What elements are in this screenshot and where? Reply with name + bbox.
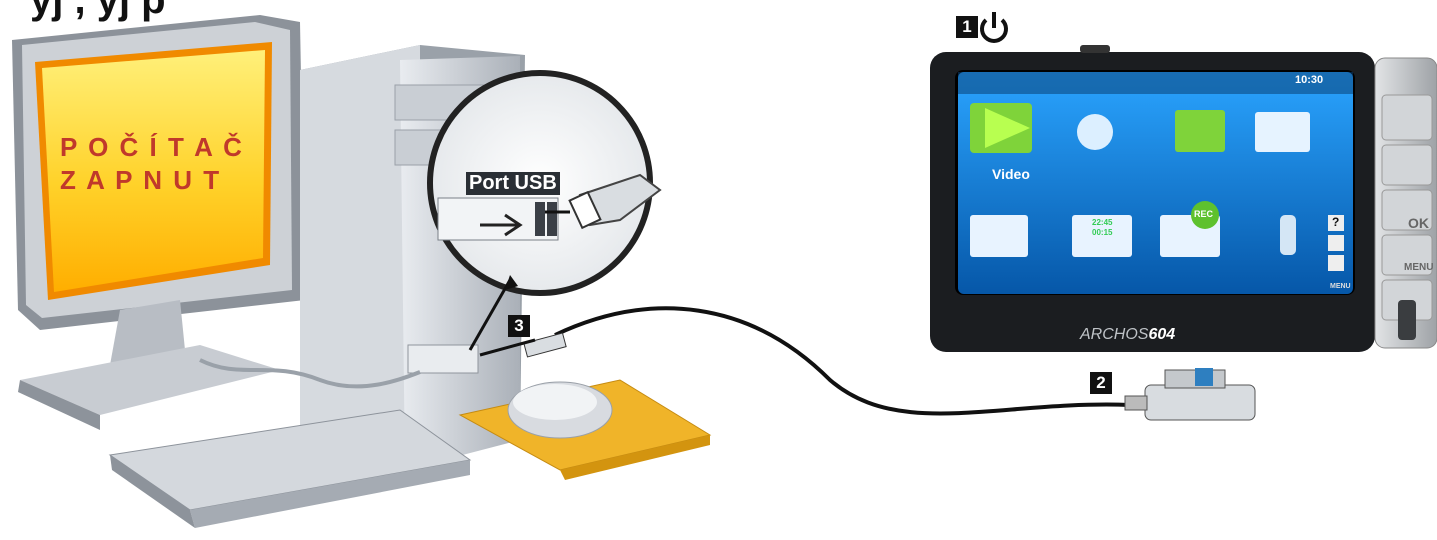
brand-model: 604 [1148, 326, 1175, 343]
device-video-label: Video [992, 166, 1030, 182]
menu-badge: MENU [1330, 283, 1351, 290]
usb-plug-pc [524, 333, 566, 357]
archos-device [930, 45, 1437, 352]
device-rec-label: REC [1194, 209, 1213, 219]
timer-bottom: 00:15 [1092, 228, 1112, 237]
device-brand: ARCHOS604 [1080, 326, 1175, 344]
help-mark: ? [1332, 215, 1339, 229]
keyboard [110, 410, 470, 528]
device-adapter [1125, 368, 1255, 420]
side-menu-label: MENU [1404, 262, 1433, 273]
step-3-badge: 3 [508, 315, 530, 337]
device-clock: 10:30 [1295, 74, 1323, 86]
timer-top: 22:45 [1092, 218, 1112, 227]
step-2-badge: 2 [1090, 372, 1112, 394]
page-heading: yj , yj p [30, 0, 166, 23]
monitor [12, 15, 305, 430]
power-icon [982, 12, 1006, 41]
pc-screen-text-line2: Z A P N U T [60, 165, 221, 196]
side-ok-label: OK [1408, 215, 1429, 231]
brand-name: ARCHOS [1080, 326, 1148, 343]
port-usb-label: Port USB [466, 172, 560, 195]
step-1-badge: 1 [956, 16, 978, 38]
pc-screen-text-line1: P O Č Í T A Č [60, 132, 244, 163]
